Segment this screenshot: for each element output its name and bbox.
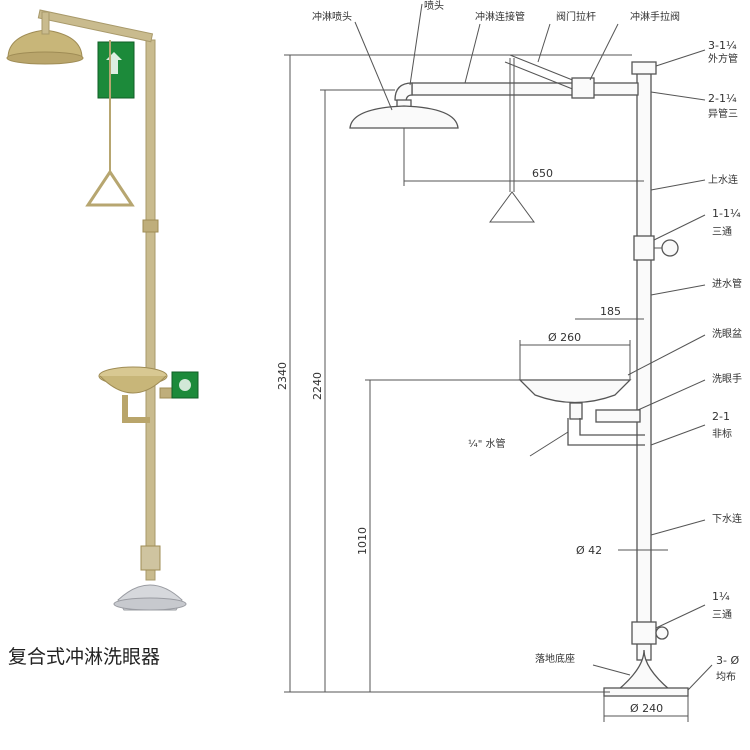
tee-fitting [633,235,655,261]
dim-2340-text: 2340 [276,362,289,390]
eyewash-valve [595,409,641,423]
photo-safety-sign-eyewash [171,371,199,399]
label-tee2: 三通 [712,609,732,621]
dim-650-text: 650 [532,167,553,180]
photo-arm [37,9,154,43]
label-valve-rod: 阀门拉杆 [556,10,596,23]
photo-lower-collar [140,545,161,571]
photo-bowl-body [99,375,167,394]
label-reducer-code: 2-1¼ [708,92,737,105]
leader-valve-rod [537,23,551,63]
floor-base-plate [603,687,689,697]
drain-pipe-inner [579,418,645,436]
dim-1010-text: 1010 [356,527,369,555]
arm-elbow [394,82,413,103]
leader-bolt [687,664,713,691]
leader-drain-pipe [529,431,569,457]
product-caption: 复合式冲淋洗眼器 [8,646,160,668]
lower-tee-knob [655,626,669,640]
label-lower-pipe: 下水连 [712,512,742,525]
leader-shower-head [354,21,393,111]
leader-pull-valve [589,23,619,81]
leader-reducer [650,91,706,101]
photo-pole [145,39,156,581]
label-outer-pipe: 外方管 [708,52,738,65]
label-eyewash-valve: 洗眼手 [712,372,742,385]
photo-shower-neck [41,11,50,35]
leader-outer-pipe [655,49,706,67]
label-bolt: 均布 [716,671,736,683]
label-floor-base: 落地底座 [535,652,575,665]
leader-floor-base [592,664,631,676]
leader-tee2 [655,604,706,629]
leader-eyewash-valve [637,379,706,411]
photo-base-plate [113,597,187,611]
leader-inlet-pipe [650,284,706,296]
label-outer-pipe-code: 3-1¼ [708,39,737,52]
label-tee: 三通 [712,226,732,238]
label-shower-head: 冲淋喷头 [312,10,352,23]
label-bolt-code: 3- Ø [716,654,739,667]
shower-head [349,105,459,129]
label-pull-valve: 冲淋手拉阀 [630,10,680,23]
lower-tee [631,621,657,645]
photo-collar [142,219,159,233]
leader-eyewash-bowl [627,334,706,376]
horizontal-arm [411,82,639,96]
photo-bowl-pipe [122,395,150,423]
dim-2240-text: 2240 [311,372,324,400]
label-nonstd: 非标 [712,428,732,440]
leader-spray-head [409,3,423,86]
leader-connect-pipe [464,23,481,84]
photo-shower-rim [6,51,84,65]
dim-260-text: Ø 260 [548,331,581,344]
pull-handle [489,191,535,223]
label-tee-code: 1-1¼ [712,207,741,220]
drain-pipe-outer [567,418,645,446]
label-reducer: 异管三 [708,107,738,120]
leader-tee [653,214,706,241]
photo-pull-handle [85,169,135,207]
leader-upper-pipe [650,179,706,191]
label-nonstd-code: 2-1 [712,410,730,423]
leader-lower-pipe [650,519,706,536]
valve-rod-lower [504,61,581,93]
bowl-drain-neck [569,402,583,420]
product-photo [6,9,199,611]
dim-240-text: Ø 240 [630,702,663,715]
technical-drawing: 650 185 Ø 260 Ø 42 Ø 240 2340 2240 1010 [276,0,742,722]
label-upper-pipe: 上水连 [708,173,738,186]
floor-base-flare [616,649,672,691]
eyewash-bowl [518,379,632,404]
dim-185-text: 185 [600,305,621,318]
main-vertical-pipe [636,69,652,661]
label-drain-pipe: ¼" 水管 [468,437,505,450]
label-connect-pipe: 冲淋连接管 [475,10,525,23]
dim-42-text: Ø 42 [576,544,602,557]
pull-valve [571,77,595,99]
label-eyewash-bowl: 洗眼盆 [712,327,742,340]
label-tee2-code: 1¼ [712,590,730,603]
photo-eye-symbol-icon [179,379,191,391]
tee-valve-knob [661,239,679,257]
label-spray-head: 喷头 [424,0,444,12]
label-inlet-pipe: 进水管 [712,277,742,290]
top-cap [631,61,657,75]
leader-nonstd [650,424,706,446]
